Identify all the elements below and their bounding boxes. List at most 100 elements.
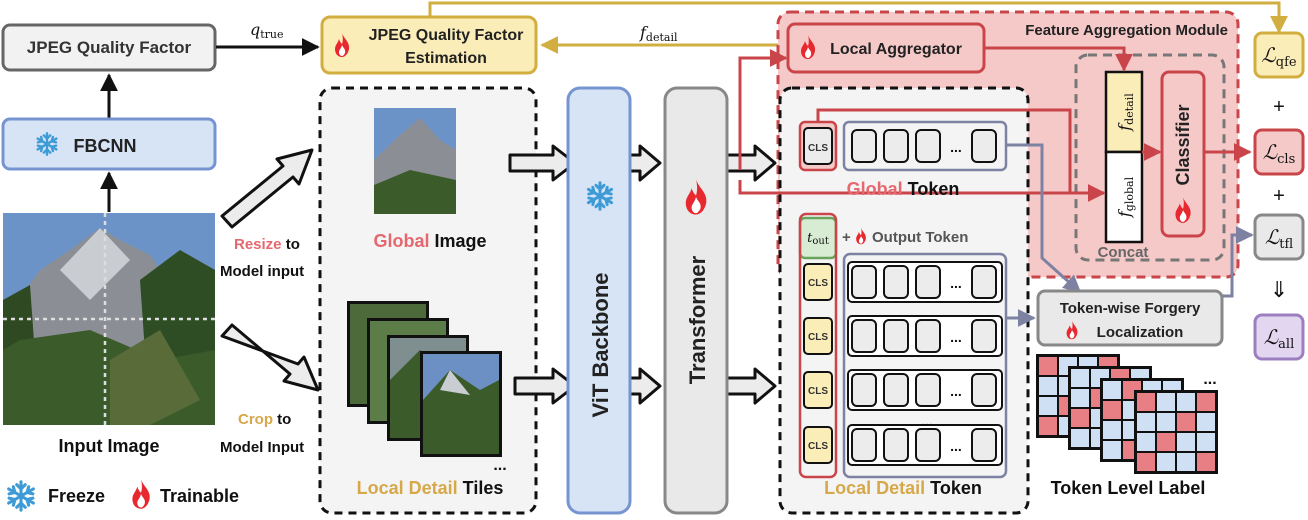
- label-cell: [1103, 441, 1121, 459]
- patch-token: [883, 319, 909, 353]
- fglobal-feature-label: fglobal: [1115, 176, 1136, 218]
- flow-arrows: [508, 144, 777, 405]
- token-level-label: Token Level Label: [1051, 478, 1206, 498]
- local-token-row: CLS...: [803, 261, 1003, 303]
- label-cell: [1177, 453, 1195, 471]
- vit-backbone-label: ViT Backbone: [588, 272, 613, 417]
- crop-arrow: [220, 323, 320, 392]
- qf-estimation-line2: Estimation: [405, 50, 487, 67]
- classifier-box: Classifier: [1160, 70, 1206, 238]
- label-cell: [1071, 389, 1089, 407]
- freeze-legend-icon: [7, 480, 35, 512]
- label-cell: [1103, 421, 1121, 439]
- label-cell: [1177, 413, 1195, 431]
- label-cell: [1137, 393, 1155, 411]
- label-cell: [1137, 413, 1155, 431]
- label-cell: [1157, 393, 1175, 411]
- svg-text:CLS: CLS: [808, 143, 828, 154]
- t-out-symbol: tout: [807, 231, 829, 247]
- global-token-label: Global Token: [847, 179, 960, 199]
- qfe-to-loss-arrow: [428, 1, 1288, 34]
- loss-all: ℒall: [1253, 313, 1305, 361]
- local-patch-column: [842, 252, 1008, 479]
- label-cell: [1197, 393, 1215, 411]
- jpeg-qf-label: JPEG Quality Factor: [27, 38, 192, 57]
- label-cell: [1177, 433, 1195, 451]
- patch-token: [883, 373, 909, 407]
- patch-token: [971, 265, 997, 299]
- label-cell: [1071, 369, 1089, 387]
- plus-sign: +: [842, 229, 851, 246]
- token-level-label-grids: [1036, 354, 1218, 474]
- label-cell: [1039, 417, 1057, 435]
- local-to-vit-arrow: [513, 367, 577, 405]
- patch-ellipsis: ...: [950, 329, 962, 345]
- forgery-line1: Token-wise Forgery: [1060, 300, 1201, 317]
- label-cell: [1137, 453, 1155, 471]
- patch-token: [971, 319, 997, 353]
- local-aggregator-box: Local Aggregator: [786, 22, 986, 74]
- local-token-label: Local Detail Token: [824, 478, 982, 498]
- svg-text:...: ...: [950, 139, 962, 155]
- trainable-legend-label: Trainable: [160, 486, 239, 506]
- patch-token: [915, 265, 941, 299]
- patch-token: [883, 428, 909, 462]
- forgery-localization-box: Token-wise Forgery Localization: [1036, 289, 1224, 347]
- global-image: [374, 108, 456, 214]
- label-cell: [1177, 393, 1195, 411]
- global-token-row: CLS ...: [798, 120, 1008, 172]
- loss-qfe: ℒqfe: [1253, 31, 1305, 79]
- vit-backbone-block: ViT Backbone: [566, 86, 632, 515]
- fbcnn-label: FBCNN: [74, 136, 137, 156]
- input-image-label: Input Image: [58, 436, 159, 456]
- cls-label: CLS: [808, 441, 828, 452]
- label-cell: [1039, 397, 1057, 415]
- crop-label-line2: Model Input: [220, 439, 304, 456]
- resize-arrow: [220, 148, 314, 229]
- patch-ellipsis: ...: [950, 275, 962, 291]
- patch-token: [971, 373, 997, 407]
- label-cell: [1197, 433, 1215, 451]
- input-image: [3, 213, 215, 425]
- fdetail-feature-label: fdetail: [1115, 93, 1136, 132]
- fbcnn-box: FBCNN: [1, 117, 217, 171]
- slate-connectors: [1006, 143, 1254, 327]
- qf-estimation-box: JPEG Quality Factor Estimation: [320, 15, 538, 75]
- crop-label: Crop to: [238, 411, 291, 428]
- label-cell: [1157, 433, 1175, 451]
- cls-token-local: [803, 371, 833, 409]
- patch-token: [883, 265, 909, 299]
- patch-token: [915, 428, 941, 462]
- local-token-row: CLS...: [803, 424, 1003, 466]
- label-cell: [1197, 453, 1215, 471]
- label-cell: [1157, 413, 1175, 431]
- trainable-legend-icon: [132, 479, 150, 509]
- loss-plus-2: +: [1273, 185, 1285, 207]
- concat-box: [1074, 53, 1226, 262]
- loss-plus-1: +: [1273, 96, 1285, 118]
- qf-estimation-line1: JPEG Quality Factor: [369, 27, 524, 44]
- cls-label: CLS: [808, 386, 828, 397]
- feature-stack: fdetail fglobal: [1104, 70, 1144, 244]
- resize-label: Resize to: [234, 236, 300, 253]
- local-token-row: CLS...: [803, 315, 1003, 357]
- label-cell: [1137, 433, 1155, 451]
- freeze-legend-label: Freeze: [48, 486, 105, 506]
- loss-implies: ⇓: [1270, 277, 1288, 302]
- local-token-row: CLS...: [803, 369, 1003, 411]
- patch-token: [851, 428, 877, 462]
- loss-cls: ℒcls: [1253, 128, 1305, 176]
- cls-token-local: [803, 317, 833, 355]
- tiles-ellipsis: ...: [493, 457, 506, 474]
- local-token-rows: CLS...CLS...CLS...CLS...: [803, 261, 1003, 466]
- patch-token: [915, 319, 941, 353]
- patch-token: [851, 319, 877, 353]
- label-cell: [1197, 413, 1215, 431]
- patch-token: [971, 428, 997, 462]
- label-cell: [1039, 357, 1057, 375]
- label-cell: [1071, 429, 1089, 447]
- rows-ellipsis: ...: [921, 413, 933, 429]
- local-cls-column: [798, 212, 838, 479]
- label-cell: [1103, 381, 1121, 399]
